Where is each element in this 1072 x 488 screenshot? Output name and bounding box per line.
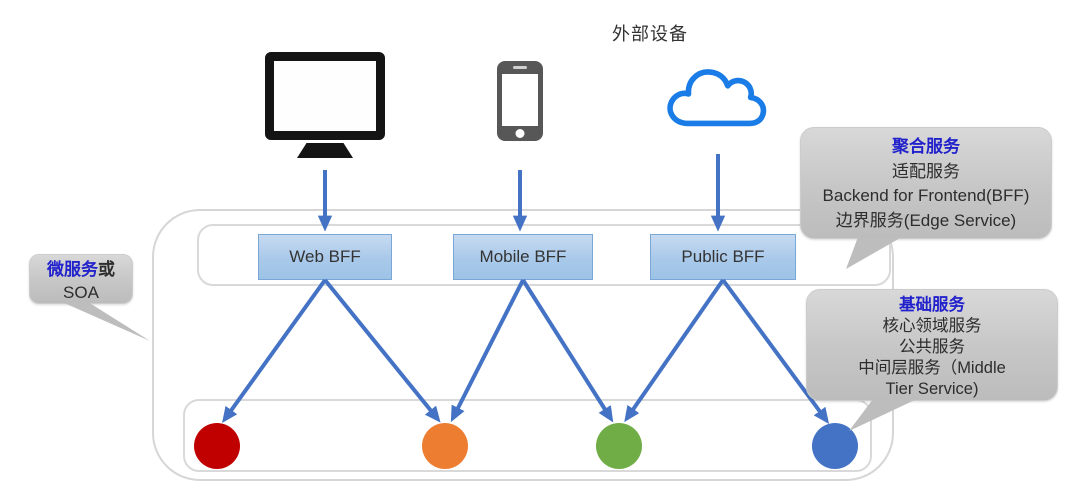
web-bff-box: Web BFF (258, 234, 392, 280)
public-bff-box: Public BFF (650, 234, 796, 280)
foundation-callout-line: 公共服务 (899, 338, 965, 356)
smartphone-icon (497, 61, 543, 141)
phone-speaker (513, 66, 527, 69)
microservice-callout-title: 微服务或 (30, 258, 132, 281)
phone-screen (502, 74, 538, 126)
microservice-callout: 微服务或 SOA (29, 254, 133, 304)
service-node-orange (422, 423, 468, 469)
cloud-icon (667, 69, 767, 127)
external-devices-label: 外部设备 (612, 24, 688, 44)
phone-home-button (515, 129, 525, 138)
microservice-callout-line: SOA (63, 283, 99, 302)
microservice-callout-title-rest: 或 (98, 260, 115, 279)
aggregation-callout-line: 边界服务(Edge Service) (835, 210, 1017, 230)
aggregation-service-callout: 聚合服务 适配服务 Backend for Frontend(BFF) 边界服务… (800, 127, 1052, 239)
service-node-red (194, 423, 240, 469)
aggregation-callout-line: 适配服务 (892, 161, 960, 181)
microservice-callout-title-highlight: 微服务 (47, 260, 98, 279)
mobile-bff-box: Mobile BFF (453, 234, 593, 280)
foundation-callout-title: 基础服务 (899, 296, 965, 314)
foundation-callout-line: 中间层服务（Middle (858, 359, 1006, 377)
service-node-green (596, 423, 642, 469)
aggregation-callout-title: 聚合服务 (892, 137, 960, 156)
monitor-icon (263, 52, 387, 160)
foundation-service-callout: 基础服务 核心领域服务 公共服务 中间层服务（Middle Tier Servi… (806, 289, 1058, 401)
aggregation-callout-line: Backend for Frontend(BFF) (822, 186, 1030, 205)
microservice-callout-tail (62, 302, 150, 341)
monitor-screen (265, 52, 385, 140)
foundation-callout-line: 核心领域服务 (882, 317, 982, 335)
base-service-layer-container (183, 399, 872, 472)
foundation-callout-line: Tier Service) (885, 380, 979, 398)
service-node-blue (812, 423, 858, 469)
monitor-stand (297, 143, 353, 158)
